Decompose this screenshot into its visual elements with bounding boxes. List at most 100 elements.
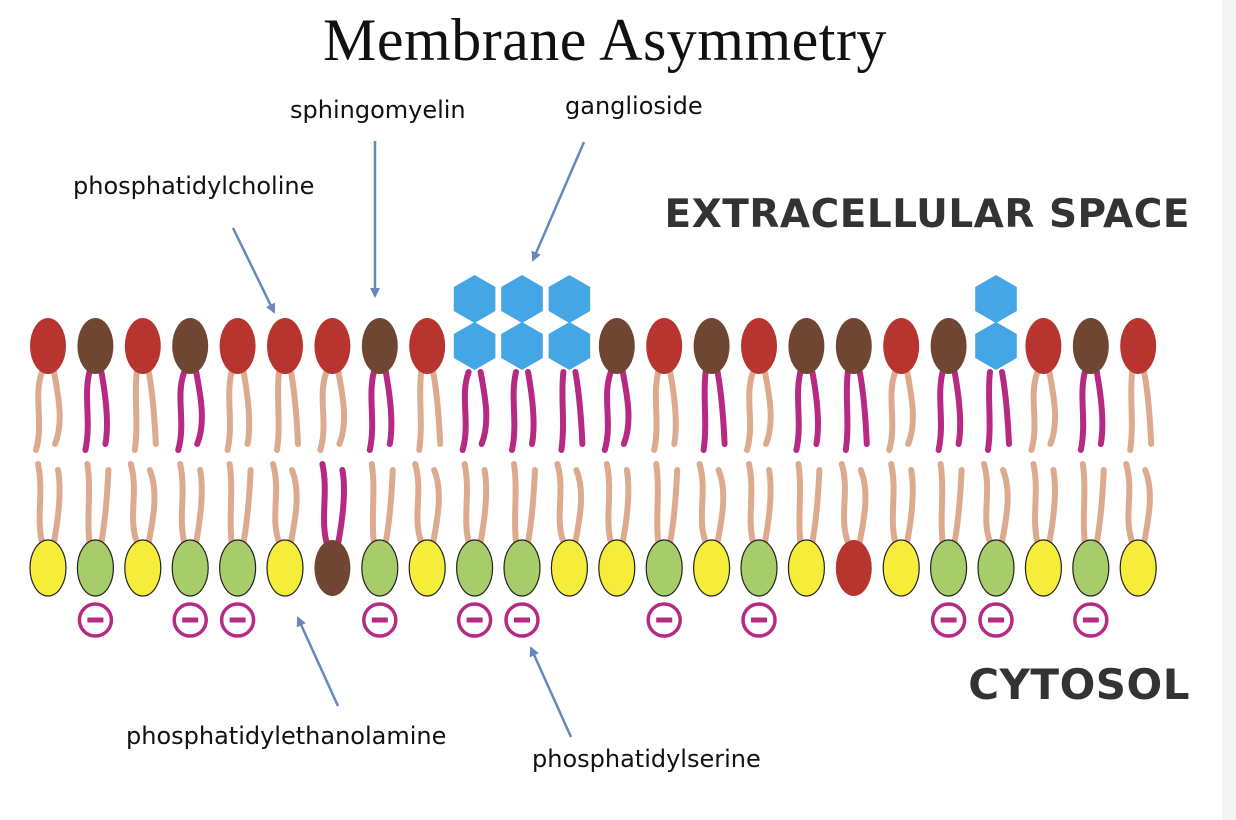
phosphatidylserine-head (456, 539, 494, 597)
phosphatidylserine-tail (240, 467, 254, 545)
phosphatidylcholine-head (30, 318, 66, 374)
sphingomyelin-tail (793, 369, 804, 453)
minus-sign (371, 617, 388, 623)
phosphatidylserine-tail (477, 467, 490, 545)
ganglioside-tail (509, 369, 519, 453)
phosphatidylserine-tail (937, 461, 946, 545)
phosphatidylethanolamine-head (550, 539, 589, 597)
sphingomyelin-head (693, 318, 730, 374)
arrow-phosphatidylcholine (231, 227, 276, 314)
minus-sign (182, 617, 199, 623)
sphingomyelin-tail (1077, 369, 1088, 453)
phosphatidylcholine-tail (224, 369, 235, 453)
phosphatidylserine-tail (382, 467, 396, 545)
phosphatidylethanolamine-tail (904, 467, 916, 545)
side-strip (1222, 0, 1236, 820)
phosphatidylserine-tail (193, 467, 205, 545)
phosphatidylcholine-tail (33, 369, 45, 453)
phosphatidylethanolamine-tail (554, 461, 567, 545)
phosphatidylserine-head (977, 539, 1015, 597)
phosphatidylcholine-tail (744, 369, 756, 453)
phosphatidylethanolamine-tail (888, 461, 899, 545)
phosphatidylcholine-tail (838, 461, 851, 545)
ganglioside-tail (572, 369, 586, 447)
phosphatidylethanolamine-head (692, 539, 731, 597)
phosphatidylcholine-head (883, 318, 920, 374)
phosphatidylethanolamine-head (1119, 539, 1157, 597)
minus-sign (514, 617, 530, 623)
phosphatidylcholine-head (646, 318, 683, 374)
phosphatidylserine-head (76, 539, 115, 597)
phosphatidylcholine-head (1120, 318, 1157, 374)
phosphatidylcholine-head (314, 318, 351, 374)
phosphatidylethanolamine-tail (412, 461, 425, 545)
sugars-layer (453, 275, 1017, 370)
ganglioside-sugar (548, 322, 591, 370)
ganglioside-tail (985, 369, 993, 453)
phosphatidylcholine-tail (886, 369, 899, 453)
phosphatidylserine-tail (368, 461, 377, 545)
phosphatidylserine-tail (525, 467, 538, 545)
sphingomyelin-head (598, 318, 635, 374)
phosphatidylethanolamine-tail (127, 461, 140, 545)
phosphatidylserine-tail (461, 461, 472, 545)
phosphatidylethanolamine-head (598, 539, 636, 597)
phosphatidylethanolamine-tail (809, 467, 823, 545)
phosphatidylethanolamine-tail (1030, 461, 1041, 545)
phosphatidylethanolamine-tail (35, 461, 45, 545)
sphingomyelin-head (361, 318, 398, 374)
phosphatidylcholine-tail (430, 369, 444, 447)
phosphatidylcholine-tail (651, 369, 662, 453)
sphingomyelin-tail (619, 369, 632, 447)
label-phosphatidylcholine: phosphatidylcholine (73, 172, 315, 200)
minus-sign (1082, 617, 1099, 623)
ganglioside-sugar (975, 275, 1017, 323)
ganglioside-sugar (453, 275, 496, 323)
phosphatidylcholine-head (741, 318, 777, 374)
phosphatidylethanolamine-tail (603, 461, 614, 545)
sphingomyelin-tail (935, 369, 946, 453)
phosphatidylserine-tail (981, 461, 993, 545)
sphingomyelin-tail (601, 369, 614, 453)
sphingomyelin-tail (856, 369, 870, 447)
phosphatidylethanolamine-head (882, 539, 920, 597)
phosphatidylserine-head (361, 539, 399, 597)
phosphatidylethanolamine-tail (288, 467, 300, 545)
phosphatidylcholine-tail (856, 467, 869, 545)
phosphatidylcholine-tail (762, 369, 774, 447)
phosphatidylserine-head (1072, 539, 1110, 597)
phosphatidylethanolamine-tail (430, 467, 442, 545)
label-phosphatidylserine: phosphatidylserine (532, 745, 761, 773)
ganglioside-sugar (453, 322, 496, 370)
phosphatidylserine-tail (1079, 461, 1088, 545)
phosphatidylserine-tail (746, 461, 756, 545)
phosphatidylcholine-tail (416, 369, 425, 453)
phosphatidylcholine-tail (667, 369, 679, 447)
minus-sign (656, 617, 673, 623)
arrow-phosphatidylethanolamine (296, 616, 340, 707)
minus-sign (466, 617, 483, 623)
phosphatidylethanolamine-tail (619, 467, 632, 545)
phosphatidylethanolamine-tail (270, 461, 282, 545)
ganglioside-tail (459, 369, 472, 453)
phosphatidylethanolamine-tail (714, 467, 727, 545)
sphingomyelin-head (77, 318, 114, 374)
ganglioside-sugar (548, 275, 591, 323)
minus-sign (87, 617, 104, 623)
phosphatidylserine-tail (226, 461, 235, 545)
ganglioside-sugar (975, 322, 1017, 370)
ganglioside-tail (558, 369, 567, 453)
diagram-title: Membrane Asymmetry (323, 7, 887, 73)
phosphatidylcholine-head (1025, 318, 1062, 374)
phosphatidylcholine-head (124, 318, 161, 374)
sphingomyelin-tail (1093, 369, 1106, 447)
phosphatidylcholine-tail (288, 369, 301, 447)
phosphatidylserine-tail (511, 461, 519, 545)
phosphatidylcholine-head (267, 318, 303, 374)
phosphatidylcholine-tail (904, 369, 916, 447)
arrow-ganglioside (531, 141, 586, 262)
phosphatidylserine-head (645, 539, 683, 597)
phosphatidylserine-head (219, 539, 257, 597)
sphingomyelin-tail (382, 369, 395, 447)
phosphatidylcholine-tail (1046, 369, 1059, 447)
